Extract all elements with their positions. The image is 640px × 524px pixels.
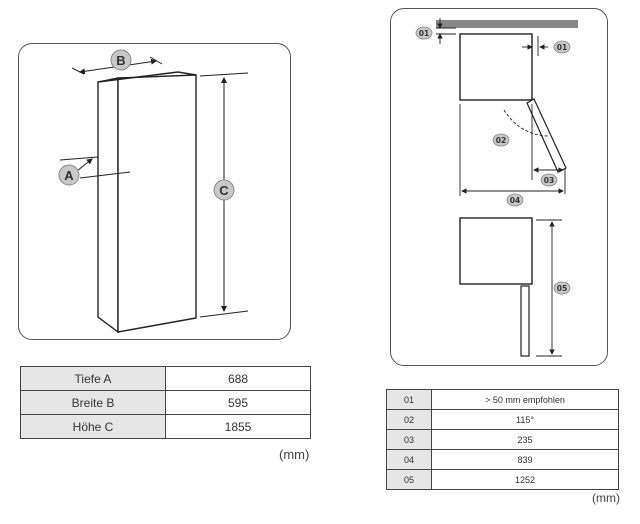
table-row: 05 1252 [386,469,619,490]
gap-top-marker [436,18,456,44]
door-depth-badge: 03 [540,173,558,187]
table-row: Höhe C 1855 [20,414,311,439]
row-label: Breite B [20,390,166,415]
fridge-top-view-closed [459,217,533,285]
row-label: 04 [386,449,432,470]
row-label: 03 [386,429,432,450]
row-value: 839 [431,449,619,470]
gap-side-label: 01 [557,43,567,52]
row-label: 02 [386,409,432,430]
gap-side-badge: 01 [553,40,571,54]
fridge-body [97,71,197,334]
clearance-badge: 05 [553,281,571,295]
wall [436,20,578,28]
row-value: > 50 mm empfohlen [431,389,619,410]
table-row: 04 839 [386,449,619,470]
clearance-label: 05 [557,284,567,293]
total-depth-badge: 04 [506,193,524,207]
table-row: Tiefe A 688 [20,366,311,391]
angle-label: 02 [496,136,506,145]
dimension-c-label: C [219,183,229,198]
table-row: 03 235 [386,429,619,450]
total-depth-label: 04 [510,196,520,205]
dimension-b-badge: B [110,49,132,71]
dimension-b-label: B [116,53,125,68]
table-row: Breite B 595 [20,390,311,415]
row-value: 1855 [165,414,311,439]
unit-label: (mm) [279,447,310,462]
table-row: 02 115° [386,409,619,430]
angle-badge: 02 [492,133,510,147]
row-label: Höhe C [20,414,166,439]
door-depth-marker [531,104,566,194]
door-swing-arc [503,109,549,137]
gap-side-marker [522,36,548,56]
dimension-c-badge: C [213,179,235,201]
door-open-side [520,285,530,357]
door-clearance-table: 01 > 50 mm empfohlen 02 115° 03 235 04 8… [386,389,619,490]
gap-top-badge: 01 [415,26,433,40]
table-row: 01 > 50 mm empfohlen [386,389,619,410]
row-label: 05 [386,469,432,490]
dimensions-table: Tiefe A 688 Breite B 595 Höhe C 1855 [20,366,311,439]
row-value: 688 [165,366,311,391]
row-label: 01 [386,389,432,410]
row-value: 1252 [431,469,619,490]
door-depth-label: 03 [544,176,554,185]
row-value: 595 [165,390,311,415]
row-label: Tiefe A [20,366,166,391]
dimension-a-badge: A [58,164,80,186]
gap-top-label: 01 [419,29,429,38]
row-value: 115° [431,409,619,430]
row-value: 235 [431,429,619,450]
unit-label: (mm) [592,491,620,505]
dimension-a-label: A [64,168,74,183]
fridge-top-view-open [459,33,533,101]
clearance-marker [536,219,562,357]
total-depth-marker [459,104,564,196]
